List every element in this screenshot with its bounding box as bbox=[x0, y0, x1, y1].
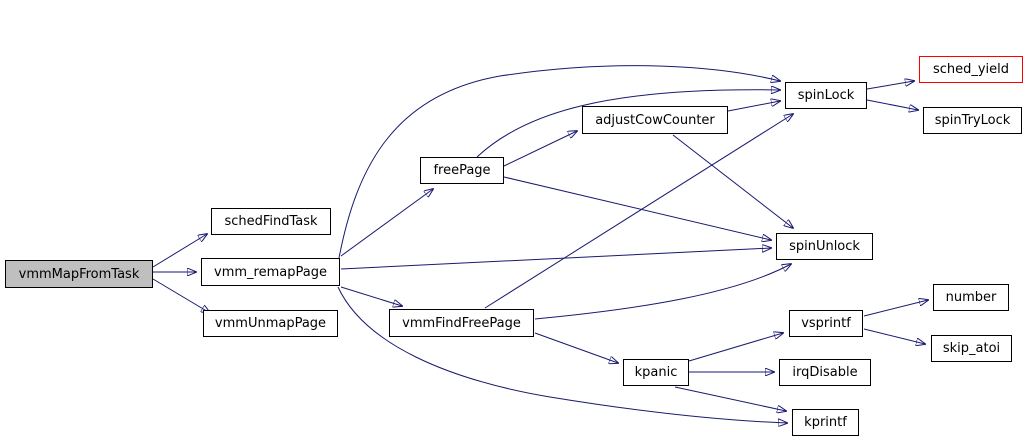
node-irqDisable[interactable]: irqDisable bbox=[779, 359, 871, 386]
node-spinUnlock[interactable]: spinUnlock bbox=[776, 233, 873, 260]
edge-vmmFindFreePage-kpanic bbox=[534, 332, 618, 363]
edge-vmm_remapPage-vmmFindFreePage bbox=[340, 286, 402, 306]
edge-vmmMapFromTask-vmmUnmapPage bbox=[152, 278, 210, 313]
edge-kpanic-kprintf bbox=[674, 386, 786, 411]
edge-vmm_remapPage-freePage bbox=[340, 189, 433, 257]
node-number[interactable]: number bbox=[933, 284, 1009, 311]
edge-vmmFindFreePage-spinUnlock bbox=[534, 264, 791, 320]
node-schedFindTask[interactable]: schedFindTask bbox=[211, 208, 331, 235]
node-vmmUnmapPage[interactable]: vmmUnmapPage bbox=[203, 310, 338, 337]
node-sched_yield[interactable]: sched_yield bbox=[919, 56, 1023, 83]
edge-vmm_remapPage-kprintf bbox=[337, 286, 787, 423]
node-vmm_remapPage[interactable]: vmm_remapPage bbox=[201, 258, 340, 286]
edge-freePage-adjustCowCounter bbox=[503, 131, 577, 167]
edge-spinLock-sched_yield bbox=[866, 81, 914, 90]
edge-freePage-spinUnlock bbox=[503, 176, 771, 240]
node-vmmMapFromTask: vmmMapFromTask bbox=[5, 260, 153, 288]
edge-vsprintf-skip_atoi bbox=[863, 328, 925, 344]
edge-kpanic-vsprintf bbox=[688, 333, 783, 362]
edge-freePage-spinLock bbox=[476, 90, 780, 158]
node-adjustCowCounter[interactable]: adjustCowCounter bbox=[582, 106, 728, 134]
node-vsprintf[interactable]: vsprintf bbox=[789, 310, 863, 337]
node-spinTryLock[interactable]: spinTryLock bbox=[923, 107, 1022, 134]
node-freePage[interactable]: freePage bbox=[420, 157, 504, 184]
edge-adjustCowCounter-spinUnlock bbox=[672, 134, 793, 228]
edge-vmmFindFreePage-spinLock bbox=[484, 114, 793, 309]
edge-vsprintf-number bbox=[863, 300, 928, 317]
edge-vmm_remapPage-spinUnlock bbox=[340, 248, 771, 270]
node-spinLock[interactable]: spinLock bbox=[785, 82, 867, 109]
node-vmmFindFreePage[interactable]: vmmFindFreePage bbox=[389, 309, 534, 337]
edge-vmmMapFromTask-schedFindTask bbox=[152, 234, 207, 268]
edge-spinLock-spinTryLock bbox=[866, 99, 918, 110]
node-kpanic[interactable]: kpanic bbox=[623, 359, 689, 386]
node-kprintf[interactable]: kprintf bbox=[792, 409, 859, 436]
edge-adjustCowCounter-spinLock bbox=[727, 101, 780, 112]
node-skip_atoi[interactable]: skip_atoi bbox=[931, 335, 1012, 362]
edge-vmm_remapPage-spinLock bbox=[338, 65, 780, 259]
